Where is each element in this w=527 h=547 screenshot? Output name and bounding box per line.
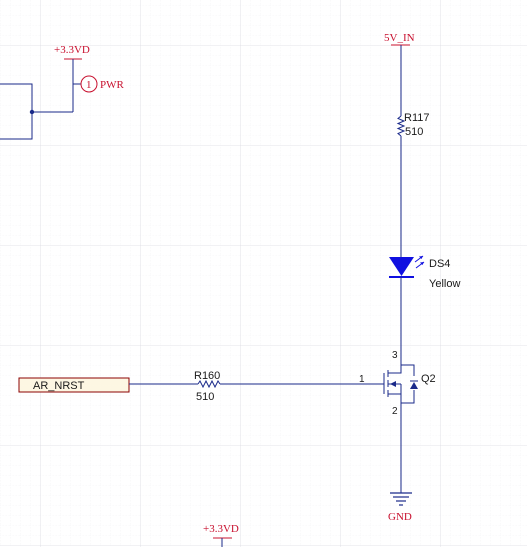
ar-nrst-port[interactable]: AR_NRST — [18, 377, 130, 393]
q2-body-arrow — [390, 381, 396, 387]
r160-body — [197, 379, 221, 389]
q2-ref: Q2 — [421, 373, 436, 385]
led-triangle — [389, 257, 414, 276]
r160-ref: R160 — [194, 370, 220, 382]
vin-label: 5V_IN — [384, 32, 415, 44]
r117-resistor: R117 510 — [396, 112, 429, 138]
vdd-top-group: +3.3VD 1 PWR — [0, 44, 125, 140]
vdd-bottom-label: +3.3VD — [203, 523, 239, 535]
gnd-label: GND — [388, 511, 412, 523]
vdd-top-label: +3.3VD — [54, 44, 90, 56]
q2-drain-lead — [388, 364, 415, 376]
r160-value: 510 — [196, 391, 214, 403]
r160-resistor: R160 510 — [194, 370, 221, 403]
q2-pin-source: 2 — [392, 406, 398, 417]
gnd-symbol: GND — [388, 492, 412, 523]
r117-body — [396, 115, 406, 137]
ds4-led: DS4 Yellow — [389, 255, 460, 290]
net-port-label: AR_NRST — [33, 380, 85, 392]
r117-ref: R117 — [404, 112, 429, 124]
test-point-num: 1 — [86, 79, 92, 91]
q2-pin-drain: 3 — [392, 350, 398, 361]
ds4-value: Yellow — [429, 278, 460, 290]
q2-mosfet: 3 2 1 Q2 — [359, 350, 436, 417]
r117-value: 510 — [405, 126, 423, 138]
test-point-label: PWR — [100, 79, 125, 91]
net-port-box[interactable] — [18, 377, 130, 393]
vin-group: 5V_IN — [384, 32, 415, 116]
vdd-bottom-group: +3.3VD — [203, 523, 239, 547]
test-point-symbol — [80, 75, 98, 93]
q2-pin-gate: 1 — [359, 374, 365, 385]
ds4-ref: DS4 — [429, 258, 450, 270]
left-component-outline — [0, 83, 33, 140]
q2-diode — [410, 382, 418, 389]
